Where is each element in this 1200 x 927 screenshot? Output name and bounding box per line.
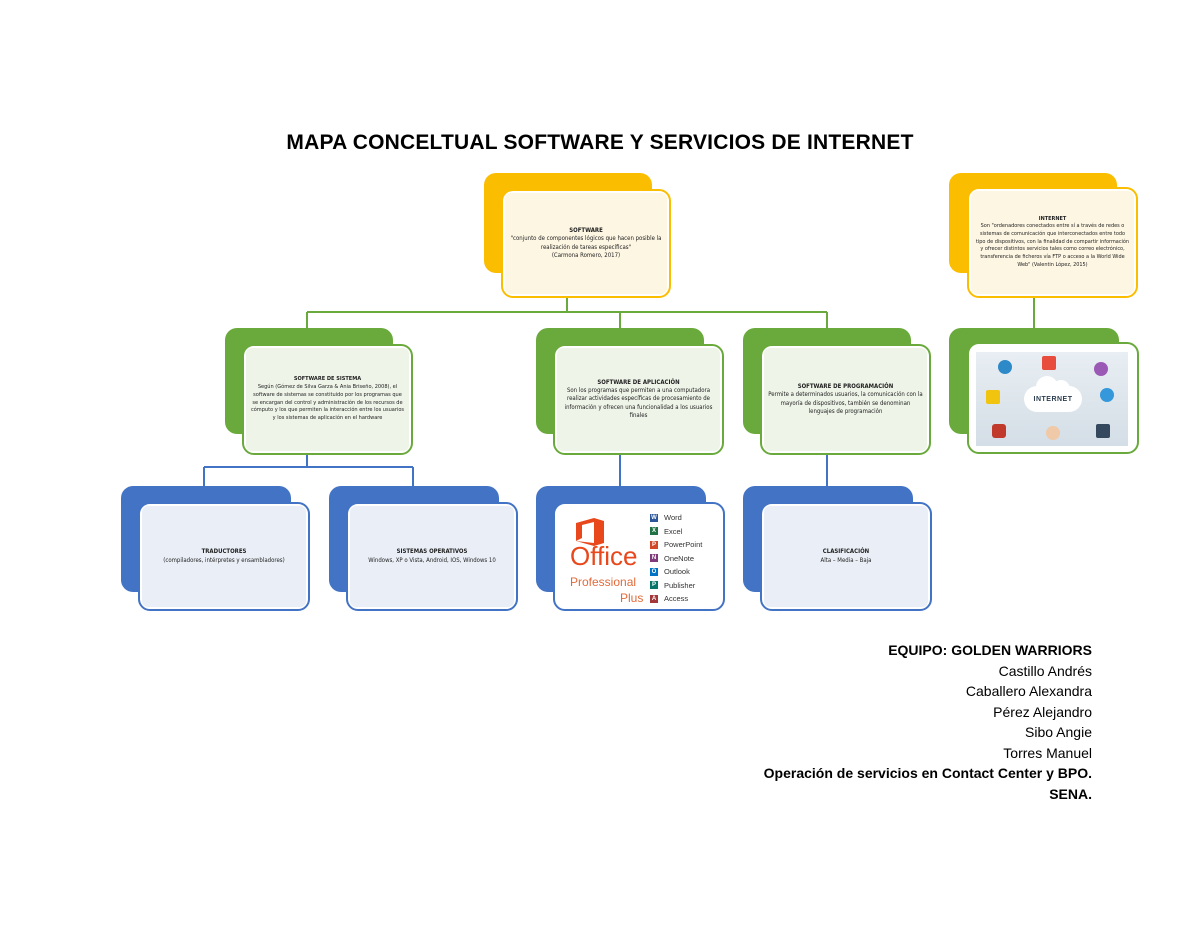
internet-network-image: INTERNET bbox=[976, 352, 1128, 446]
team-member: Castillo Andrés bbox=[998, 662, 1092, 679]
software-definition: "conjunto de componentes lógicos que hac… bbox=[510, 235, 662, 251]
internet-image-label: INTERNET bbox=[1033, 395, 1073, 403]
office-app-item: A Access bbox=[650, 592, 702, 606]
sistemas-operativos-node-text: SISTEMAS OPERATIVOS Windows, XP o Vista,… bbox=[350, 506, 514, 607]
traductores-definition: (compiladores, intérpretes y ensamblador… bbox=[163, 556, 285, 564]
office-edition-line2: Plus bbox=[620, 591, 644, 605]
institution-name: SENA. bbox=[1049, 785, 1092, 802]
page-title: MAPA CONCELTUAL SOFTWARE Y SERVICIOS DE … bbox=[286, 131, 914, 154]
programacion-heading: SOFTWARE DE PROGRAMACIÓN bbox=[797, 382, 894, 390]
office-app-label: Outlook bbox=[664, 567, 690, 577]
office-app-icon: X bbox=[650, 527, 658, 536]
team-name: EQUIPO: GOLDEN WARRIORS bbox=[888, 642, 1092, 658]
office-app-item: W Word bbox=[650, 511, 702, 525]
chat-icon bbox=[1094, 362, 1108, 376]
office-app-icon: N bbox=[650, 554, 658, 563]
office-app-item: X Excel bbox=[650, 525, 702, 539]
office-app-icon: A bbox=[650, 594, 658, 603]
office-app-icon: P bbox=[650, 540, 658, 549]
programacion-definition: Permite a determinados usuarios, la comu… bbox=[768, 391, 923, 415]
folder-icon bbox=[986, 390, 1000, 404]
user-avatar-icon bbox=[1046, 426, 1060, 440]
office-app-icon: P bbox=[650, 581, 658, 590]
office-edition-line1: Professional bbox=[570, 575, 637, 589]
sistemas-operativos-definition: Windows, XP o Vista, Android, IOS, Windo… bbox=[368, 556, 496, 564]
sistema-heading: SOFTWARE DE SISTEMA bbox=[293, 376, 362, 383]
office-app-icon: O bbox=[650, 567, 658, 576]
sistema-node-text: SOFTWARE DE SISTEMA Según (Gómez de Silv… bbox=[246, 348, 409, 451]
internet-node-text: INTERNET Son "ordenadores conectados ent… bbox=[971, 191, 1134, 294]
office-app-label: Publisher bbox=[664, 580, 696, 590]
sistema-definition: Según (Gómez de Silva Garza & Ania Brise… bbox=[250, 383, 405, 422]
office-app-label: Excel bbox=[664, 526, 683, 536]
office-app-label: PowerPoint bbox=[664, 540, 703, 550]
office-app-label: Word bbox=[664, 513, 682, 523]
office-app-label: Access bbox=[664, 594, 689, 604]
internet-definition: Son "ordenadores conectados entre sí a t… bbox=[975, 223, 1130, 268]
aplicacion-heading: SOFTWARE DE APLICACIÓN bbox=[597, 378, 680, 386]
mail-icon bbox=[1042, 356, 1056, 370]
office-app-item: N OneNote bbox=[650, 552, 702, 566]
program-name: Operación de servicios en Contact Center… bbox=[763, 765, 1092, 781]
traductores-node-text: TRADUCTORES (compiladores, intérpretes y… bbox=[142, 506, 306, 607]
team-member: Sibo Angie bbox=[1025, 724, 1092, 740]
internet-heading: INTERNET bbox=[1038, 215, 1067, 222]
traductores-heading: TRADUCTORES bbox=[201, 548, 247, 556]
office-app-item: P Publisher bbox=[650, 579, 702, 593]
software-node-text: SOFTWARE "conjunto de componentes lógico… bbox=[505, 193, 667, 294]
programacion-node-text: SOFTWARE DE PROGRAMACIÓN Permite a deter… bbox=[764, 348, 927, 451]
office-app-icon: W bbox=[650, 513, 658, 522]
software-heading: SOFTWARE bbox=[569, 226, 603, 234]
globe-icon bbox=[1100, 388, 1114, 402]
office-app-item: P PowerPoint bbox=[650, 538, 702, 552]
aplicacion-node-text: SOFTWARE DE APLICACIÓN Son los programas… bbox=[557, 348, 720, 451]
software-citation: (Carmona Romero, 2017) bbox=[551, 251, 621, 259]
team-member: Caballero Alexandra bbox=[965, 683, 1092, 699]
video-icon bbox=[992, 424, 1006, 438]
office-app-label: OneNote bbox=[664, 553, 695, 563]
laptop-icon bbox=[1096, 424, 1110, 438]
office-app-item: O Outlook bbox=[650, 565, 702, 579]
clasificacion-definition: Alta – Media – Baja bbox=[820, 556, 872, 564]
cloud-icon: INTERNET bbox=[1024, 376, 1082, 412]
monitor-icon bbox=[998, 360, 1012, 374]
sistemas-operativos-heading: SISTEMAS OPERATIVOS bbox=[396, 548, 468, 556]
office-logo-icon bbox=[576, 518, 604, 546]
clasificacion-heading: CLASIFICACIÓN bbox=[822, 548, 870, 556]
team-member: Pérez Alejandro bbox=[993, 703, 1092, 720]
team-credits: EQUIPO: GOLDEN WARRIORS Castillo Andrés … bbox=[764, 640, 1092, 804]
office-brand: Office bbox=[570, 541, 638, 571]
team-member: Torres Manuel bbox=[1003, 744, 1092, 761]
aplicacion-definition: Son los programas que permiten a una com… bbox=[564, 386, 713, 420]
clasificacion-node-text: CLASIFICACIÓN Alta – Media – Baja bbox=[764, 506, 928, 607]
